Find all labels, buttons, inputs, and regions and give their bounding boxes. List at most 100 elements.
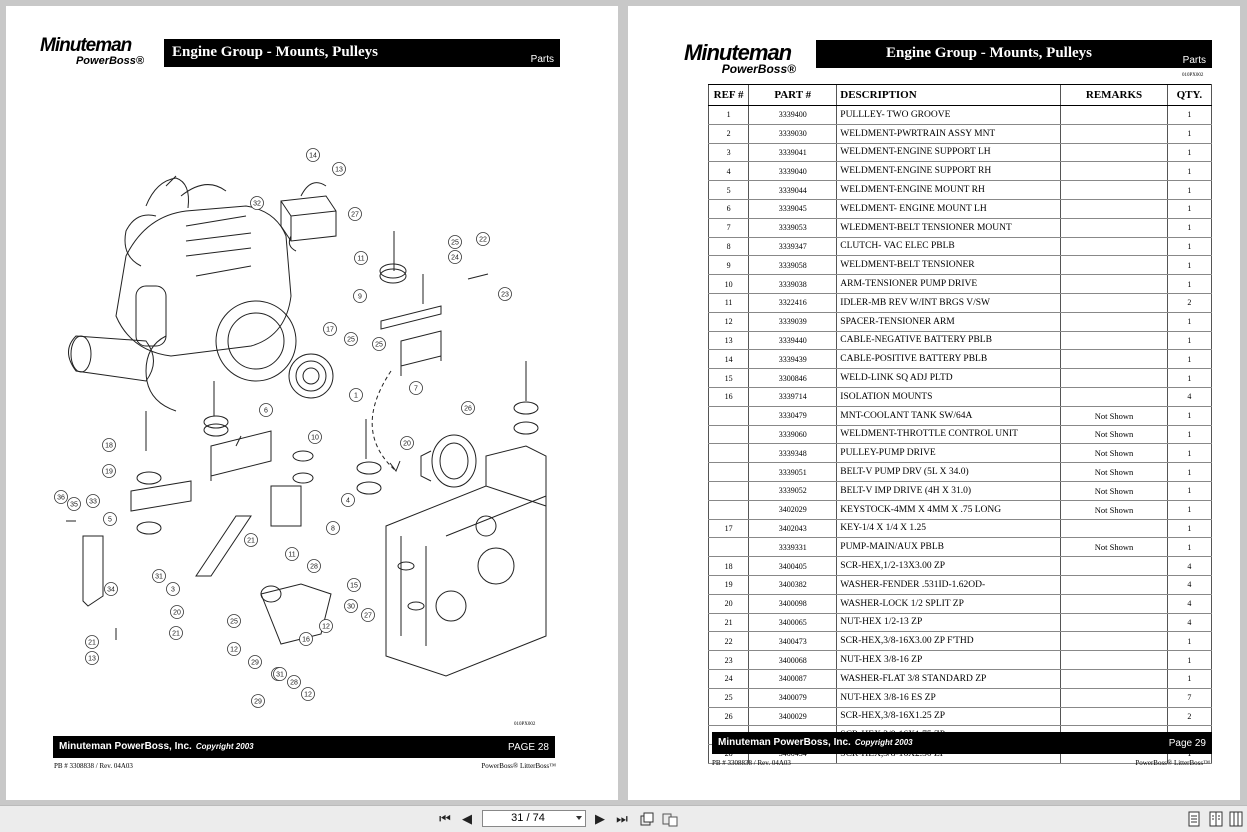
cell-remarks xyxy=(1060,274,1168,294)
cell-part: 3339347 xyxy=(748,237,837,257)
cell-part: 3339040 xyxy=(748,161,837,182)
cell-part: 3400098 xyxy=(748,594,837,614)
cell-remarks: Not Shown xyxy=(1060,443,1168,464)
cell-description: CLUTCH- VAC ELEC PBLB xyxy=(836,237,1061,257)
facing-view-button[interactable] xyxy=(1208,810,1224,828)
cell-remarks: Not Shown xyxy=(1060,462,1168,482)
cell-remarks xyxy=(1060,349,1168,370)
cell-description: BELT-V PUMP DRV (5L X 34.0) xyxy=(836,462,1061,482)
callout-circle xyxy=(348,207,362,221)
callout-label: 31 xyxy=(276,672,284,679)
cell-qty: 1 xyxy=(1166,218,1213,238)
callout-circle xyxy=(287,675,301,689)
callout-circle xyxy=(102,464,116,478)
cell-description: CABLE-NEGATIVE BATTERY PBLB xyxy=(836,331,1061,351)
cell-part: 3339060 xyxy=(748,425,837,445)
cell-qty: 2 xyxy=(1166,293,1213,313)
cell-ref: 3 xyxy=(707,143,749,163)
callout-circle xyxy=(326,521,340,535)
minuteman-logo: Minuteman PowerBoss® xyxy=(40,36,160,67)
two-page-view-button[interactable] xyxy=(661,810,679,828)
cell-description: WELDMENT-THROTTLE CONTROL UNIT xyxy=(836,425,1061,445)
scroll-view-button[interactable] xyxy=(1228,810,1244,828)
cell-description: NUT-HEX 3/8-16 ES ZP xyxy=(836,688,1061,708)
cell-part: 3339053 xyxy=(748,218,837,238)
cell-ref: 2 xyxy=(707,124,749,144)
callout-circle xyxy=(248,655,262,669)
next-page-button[interactable]: ▶ xyxy=(591,810,609,828)
callout-label: 36 xyxy=(57,495,65,502)
header-bar: Engine Group - Mounts, Pulleys Parts xyxy=(816,40,1212,68)
continuous-view-button[interactable] xyxy=(1186,810,1202,828)
brand-line: PowerBoss® LitterBoss™ xyxy=(1135,759,1210,767)
callout-label: 30 xyxy=(347,604,355,611)
last-page-button[interactable]: ⏭ xyxy=(613,810,631,828)
cell-description: WELDMENT- ENGINE MOUNT LH xyxy=(836,199,1061,219)
cell-ref: 6 xyxy=(707,199,749,219)
cell-qty: 1 xyxy=(1166,161,1213,182)
cell-description: WELDMENT-BELT TENSIONER xyxy=(836,255,1061,276)
cell-qty: 1 xyxy=(1166,669,1213,689)
cell-remarks xyxy=(1060,575,1168,595)
callout-circle xyxy=(372,337,386,351)
callout-circle xyxy=(227,614,241,628)
cell-ref: 26 xyxy=(707,707,749,727)
page-29: Minuteman PowerBoss® Engine Group - Moun… xyxy=(628,6,1240,800)
callout-circle xyxy=(332,162,346,176)
cell-description: SCR-HEX,3/8-16X3.00 ZP F'THD xyxy=(836,631,1061,652)
cell-part: 3339348 xyxy=(748,443,837,464)
callout-label: 21 xyxy=(172,631,180,638)
single-page-view-button[interactable] xyxy=(638,810,656,828)
callout-label: 29 xyxy=(254,699,262,706)
col-qty: QTY. xyxy=(1166,84,1213,106)
document-icon xyxy=(1188,811,1200,827)
cell-remarks xyxy=(1060,594,1168,614)
page-selector[interactable]: 31 / 74 xyxy=(482,810,586,827)
callout-circle xyxy=(152,569,166,583)
cell-description: ARM-TENSIONER PUMP DRIVE xyxy=(836,274,1061,294)
cell-ref: 14 xyxy=(707,349,749,370)
cell-description: SCR-HEX,3/8-16X1.25 ZP xyxy=(836,707,1061,727)
prev-page-button[interactable]: ◀ xyxy=(458,810,476,828)
cell-ref: 12 xyxy=(707,312,749,332)
callout-circle xyxy=(102,438,116,452)
callout-label: 13 xyxy=(88,656,96,663)
pb-number: PB # 3308838 / Rev. 04A03 xyxy=(712,759,791,767)
footer-company: Minuteman PowerBoss, Inc. xyxy=(718,737,851,748)
callout-circle xyxy=(448,250,462,264)
cell-description: WELDMENT-ENGINE SUPPORT RH xyxy=(836,161,1061,182)
callout-circle xyxy=(461,401,475,415)
footer-bar: Minuteman PowerBoss, Inc.Copyright 2003 … xyxy=(712,732,1212,754)
cell-part: 3400405 xyxy=(748,556,837,576)
callout-circle xyxy=(323,322,337,336)
cell-ref: 17 xyxy=(707,519,749,539)
cell-qty: 1 xyxy=(1166,650,1213,670)
cell-qty: 1 xyxy=(1166,462,1213,482)
cell-remarks xyxy=(1060,199,1168,219)
header-parts: Parts xyxy=(1182,55,1206,66)
callout-label: 12 xyxy=(230,647,238,654)
cell-remarks xyxy=(1060,124,1168,144)
first-page-button[interactable]: ⏮ xyxy=(436,810,454,828)
cell-ref xyxy=(707,425,749,445)
cell-part: 3339045 xyxy=(748,199,837,219)
callout-label: 3 xyxy=(171,587,175,594)
cell-ref: 20 xyxy=(707,594,749,614)
callout-label: 5 xyxy=(108,517,112,524)
callout-circle xyxy=(354,251,368,265)
cell-description: WELD-LINK SQ ADJ PLTD xyxy=(836,368,1061,388)
cell-remarks xyxy=(1060,105,1168,125)
cell-description: NUT-HEX 1/2-13 ZP xyxy=(836,613,1061,633)
cell-ref: 21 xyxy=(707,613,749,633)
cell-remarks xyxy=(1060,650,1168,670)
